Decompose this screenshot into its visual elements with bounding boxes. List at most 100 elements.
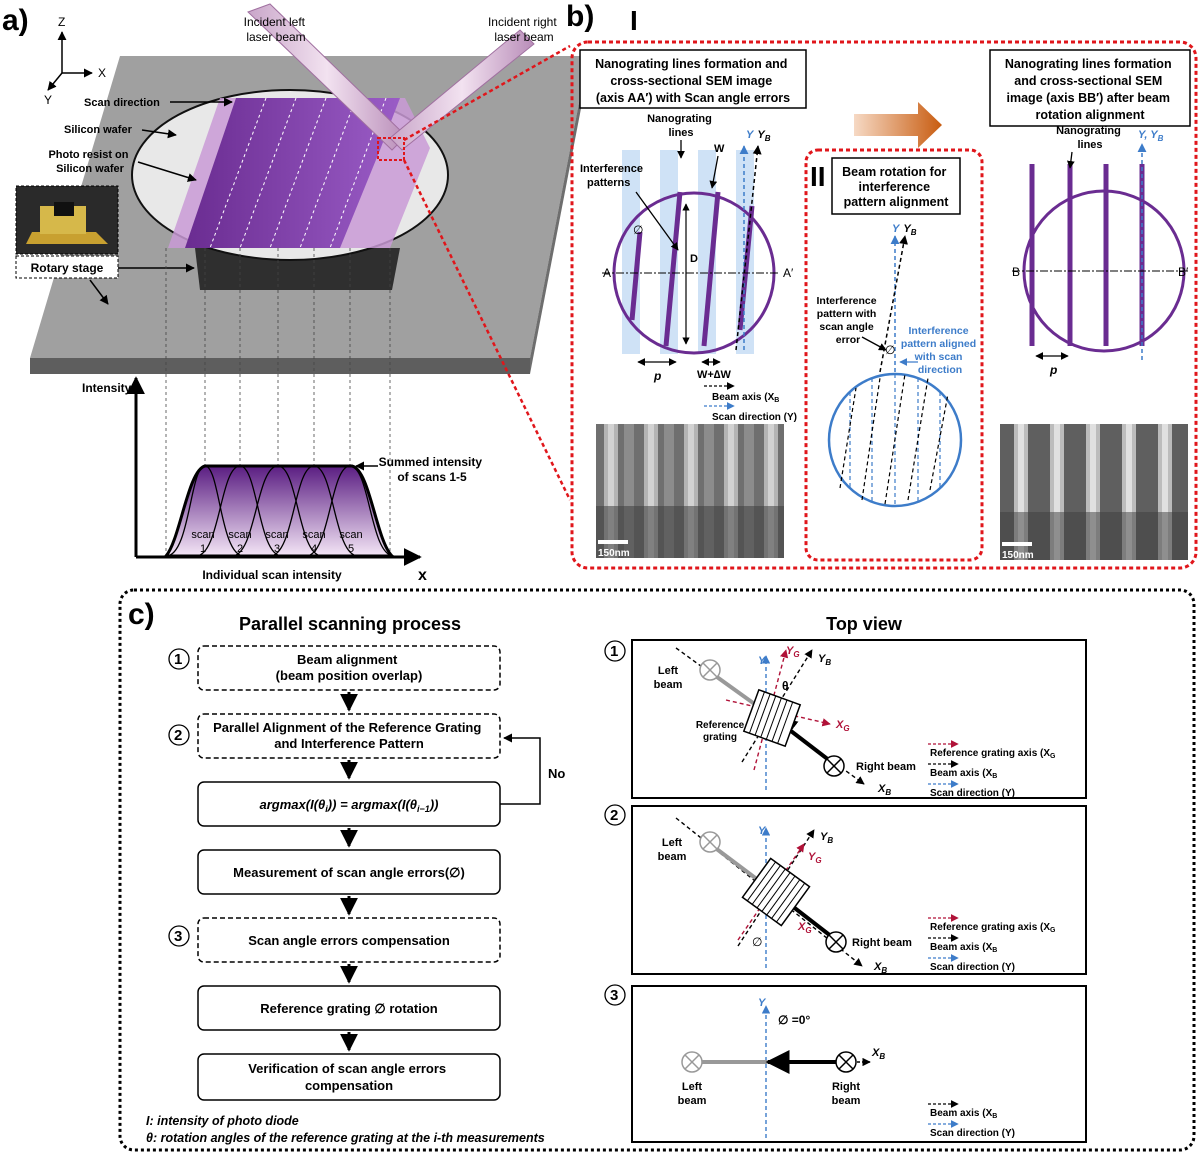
flowchart: 1 Beam alignment (beam position overlap)… [168,645,565,1101]
stage-photo-chip [54,202,74,216]
right-grating-diagram [1012,143,1190,360]
tv1-y-label: Y [758,655,767,667]
tv1-grating [742,688,802,748]
top-view-title: Top view [826,614,903,634]
panel-b-label: b) [566,0,594,33]
scan-direction-label: Scan direction [84,97,160,109]
right-laser-beam [389,29,535,151]
scale-bar-left-label: 150nm [598,548,630,559]
scan-num-5: 5 [348,543,354,555]
step-circle-2 [168,724,190,746]
phi-label-left: ∅ [633,223,643,237]
b-left-label: B [1012,265,1020,279]
scan-labels: scan 1 scan 2 scan 3 scan 4 scan 5 [191,529,362,555]
panel-c: c) Parallel scanning process Top view 1 … [118,588,1196,1152]
step-num-1: 1 [174,651,182,668]
tv3-legend-beam: Beam axis (XB [930,1108,997,1120]
silicon-wafer-label: Silicon wafer [64,124,133,136]
top-view-1: 1 Y YB YG XG XB [604,639,1087,799]
step-text-measure: Measurement of scan angle errors(∅) [233,865,465,880]
roman-one: I [630,5,638,36]
axis-y-label: Y [44,93,52,107]
d-label: D [690,253,698,265]
panel-b-frame [570,40,1198,570]
scan-lines [209,97,387,249]
rotary-stage-box [15,255,119,279]
a-left-label: A [603,266,611,280]
b-right-label: B′ [1178,265,1189,279]
tv2-legend-scan: Scan direction (Y) [930,962,1015,973]
step-text-1: Beam alignment (beam position overlap) [276,652,423,683]
step-box-rotation [197,985,501,1031]
tv2-legend-beam: Beam axis (XB [930,942,997,954]
y-yb-right: Y, YB [1138,129,1164,143]
tv1-yb-label: YB [818,653,831,667]
step-text-verify: Verification of scan angle errors compen… [248,1061,450,1093]
legend-scan-dir-b: Scan direction (Y) [712,412,797,423]
scan-num-2: 2 [237,543,243,555]
p-label-left: p [653,369,661,383]
tv1-legend-scan: Scan direction (Y) [930,788,1015,799]
tv1-box [631,639,1087,799]
panel-b: b) I Nanograting lines formation and cro… [566,0,1198,570]
tv2-right-beam-label: Right beam [852,937,912,949]
nano-line-1 [629,231,643,321]
tv2-num: 2 [610,807,618,824]
scan-label-5: scan [339,529,362,541]
step-box-measure [197,849,501,895]
tv3-phi-zero: ∅ =0° [778,1013,810,1027]
intensity-axis-label: Intensity [82,381,132,395]
p-label-right: p [1049,363,1057,377]
panel-c-frame [118,588,1196,1152]
nanograting-lines-right: Nanograting lines [1056,125,1124,151]
zoom-line-bottom [402,159,572,501]
axis-z-label: Z [58,15,65,29]
tv3-xb-label: XB [871,1047,885,1061]
summed-intensity-label: Summed intensity of scans 1-5 [379,455,486,484]
orange-arrow [854,102,942,148]
tv1-right-beam-label: Right beam [856,761,916,773]
a-right-label: A′ [783,266,794,280]
step-box-3 [197,917,501,963]
footnote-1: I: intensity of photo diode [146,1114,299,1128]
nano-line-3 [701,191,721,347]
panel-a-label: a) [2,4,29,37]
mid-black-lines [839,373,949,505]
roman-two: II [810,161,826,192]
coordinate-axes: Z X Y [44,15,106,107]
tv2-yb-label: YB [820,831,833,845]
step-circle-1 [168,648,190,670]
rotary-stage-block [195,248,400,290]
ip-aligned-label: Interference pattern aligned with scan d… [901,325,979,376]
scale-bar-right [1002,542,1032,546]
tv3-circle [604,984,626,1006]
sem-right-shadow [1000,512,1188,560]
nano-line-4 [737,205,755,331]
ip-band-2 [660,150,678,354]
no-label: No [548,766,565,781]
process-title: Parallel scanning process [239,614,461,634]
step-box-verify [197,1053,501,1101]
title-left: Nanograting lines formation and cross-se… [595,57,791,105]
tv1-theta: θ [782,679,789,693]
step-box-1 [197,645,501,691]
tv1-xg-label: XG [835,719,850,733]
tv1-legend-beam: Beam axis (XB [930,768,997,780]
tv2-circle [604,804,626,826]
phi-label-mid: ∅ [885,343,895,357]
scan-region [185,98,400,248]
footnote-2: θ: rotation angles of the reference grat… [146,1131,545,1145]
beam-rotation-box [831,157,961,215]
tv2-yg-label: YG [808,851,822,865]
scale-bar-left [598,540,628,544]
step-num-2: 2 [174,727,182,744]
base-plate-side [530,56,588,374]
scan-num-3: 3 [274,543,280,555]
sem-left-shadow [596,506,784,558]
scale-bar-right-label: 150nm [1002,550,1034,561]
